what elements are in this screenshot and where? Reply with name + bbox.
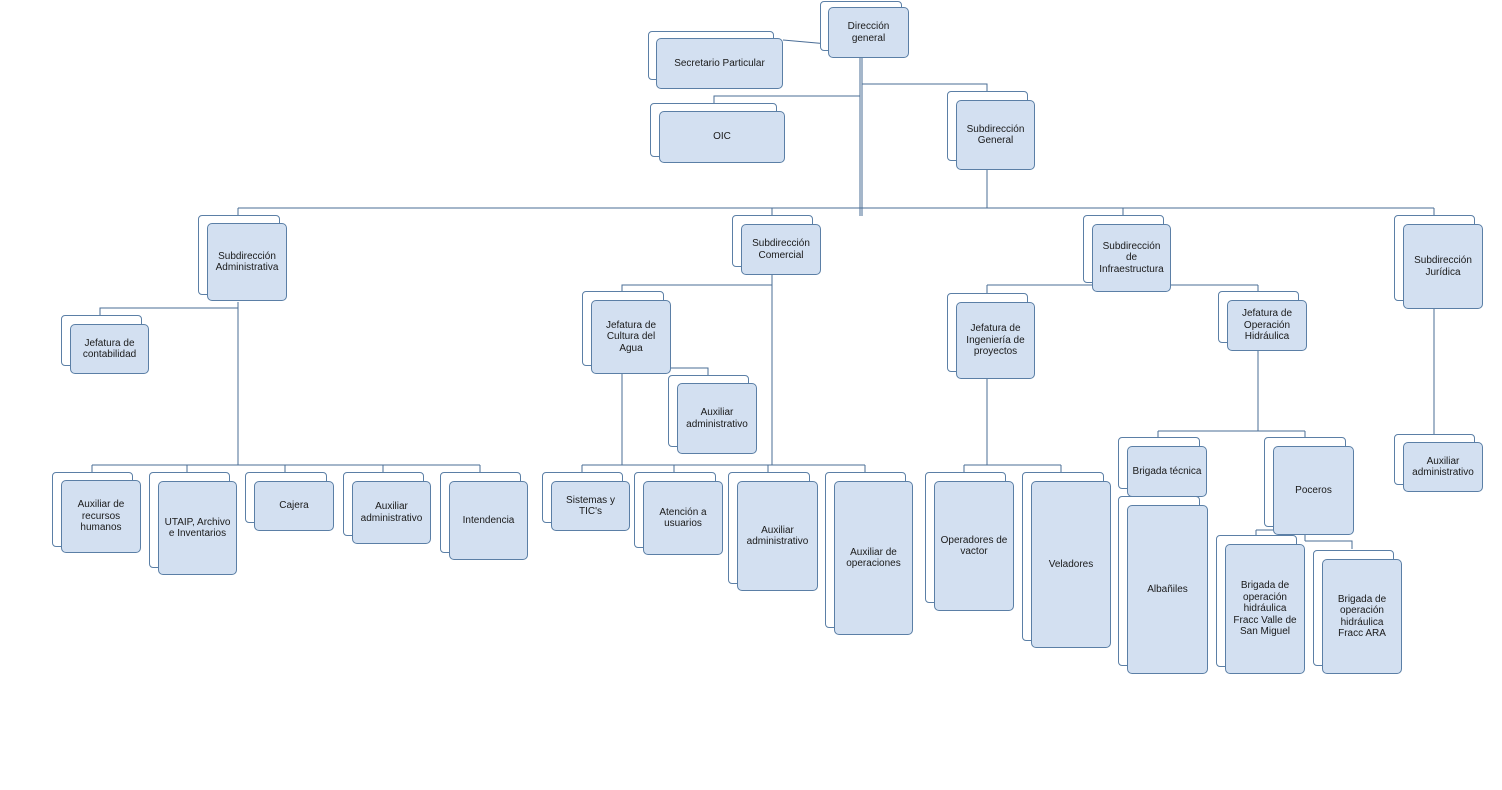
node-label: Auxiliar administrativo bbox=[1412, 455, 1474, 479]
node-atencion-usuarios[interactable]: Atención a usuarios bbox=[634, 472, 724, 556]
node-subdireccion-general[interactable]: Subdirección General bbox=[947, 91, 1036, 171]
node-label: Veladores bbox=[1048, 558, 1094, 570]
node-brigada-valle[interactable]: Brigada de operación hidráulica Fracc Va… bbox=[1216, 535, 1306, 675]
node-sub-infraestructura[interactable]: Subdirección de Infraestructura bbox=[1083, 215, 1172, 293]
node-label: Atención a usuarios bbox=[659, 506, 707, 530]
node-label: Cajera bbox=[279, 500, 309, 512]
node-jefatura-contabilidad[interactable]: Jefatura de contabilidad bbox=[61, 315, 150, 375]
node-label: Dirección general bbox=[847, 21, 890, 44]
node-label: Jefatura de Cultura del Agua bbox=[605, 319, 657, 354]
node-aux-operaciones[interactable]: Auxiliar de operaciones bbox=[825, 472, 914, 636]
node-operadores-vactor[interactable]: Operadores de vactor bbox=[925, 472, 1015, 612]
node-label: Jefatura de Operación Hidráulica bbox=[1241, 308, 1293, 343]
connector-subgeneral bbox=[862, 83, 988, 92]
node-label: Auxiliar administrativo bbox=[686, 407, 748, 430]
node-label: Albañiles bbox=[1147, 583, 1188, 595]
node-aux-rh[interactable]: Auxiliar de recursos humanos bbox=[52, 472, 142, 554]
node-aux-admin-comercial[interactable]: Auxiliar administrativo bbox=[728, 472, 819, 592]
node-sub-administrativa[interactable]: Subdirección Administrativa bbox=[198, 215, 288, 302]
node-brigada-ara[interactable]: Brigada de operación hidráulica Fracc AR… bbox=[1313, 550, 1403, 675]
node-label: Auxiliar administrativo bbox=[746, 524, 809, 548]
connector-contabilidad bbox=[99, 307, 238, 316]
node-label: Intendencia bbox=[462, 514, 515, 526]
node-oic[interactable]: OIC bbox=[650, 103, 786, 163]
node-label: Sistemas y TIC's bbox=[566, 494, 615, 518]
node-poceros[interactable]: Poceros bbox=[1264, 437, 1355, 536]
node-secretario-particular[interactable]: Secretario Particular bbox=[648, 31, 784, 90]
node-label: Auxiliar administrativo bbox=[360, 501, 423, 524]
node-label: Subdirección de Infraestructura bbox=[1099, 240, 1164, 275]
node-veladores[interactable]: Veladores bbox=[1022, 472, 1112, 649]
node-label: Subdirección Jurídica bbox=[1414, 255, 1472, 278]
connector-cultura bbox=[621, 284, 772, 292]
node-sistemas-tics[interactable]: Sistemas y TIC's bbox=[542, 472, 631, 532]
node-label: Jefatura de contabilidad bbox=[82, 337, 137, 361]
node-sub-juridica[interactable]: Subdirección Jurídica bbox=[1394, 215, 1484, 310]
node-jefatura-ing-proyectos[interactable]: Jefatura de Ingeniería de proyectos bbox=[947, 293, 1036, 380]
node-albaniles[interactable]: Albañiles bbox=[1118, 496, 1209, 675]
node-brigada-tecnica[interactable]: Brigada técnica bbox=[1118, 437, 1208, 498]
node-cajera[interactable]: Cajera bbox=[245, 472, 335, 532]
node-sub-comercial[interactable]: Subdirección Comercial bbox=[732, 215, 822, 276]
node-label: Brigada técnica bbox=[1132, 465, 1202, 477]
node-label: OIC bbox=[713, 131, 731, 143]
node-label: Operadores de vactor bbox=[940, 534, 1008, 558]
node-label: Subdirección General bbox=[966, 123, 1025, 147]
node-jefatura-cultura-agua[interactable]: Jefatura de Cultura del Agua bbox=[582, 291, 672, 375]
node-label: Auxiliar de operaciones bbox=[846, 546, 901, 570]
node-label: Jefatura de Ingeniería de proyectos bbox=[966, 323, 1025, 358]
node-label: Brigada de operación hidráulica Fracc Va… bbox=[1233, 580, 1297, 638]
node-jefatura-op-hidraulica[interactable]: Jefatura de Operación Hidráulica bbox=[1218, 291, 1308, 352]
node-aux-admin-cultura[interactable]: Auxiliar administrativo bbox=[668, 375, 758, 455]
node-label: Subdirección Administrativa bbox=[215, 250, 279, 274]
connector-oic bbox=[713, 95, 860, 104]
node-label: UTAIP, Archivo e Inventarios bbox=[164, 516, 231, 540]
node-label: Poceros bbox=[1295, 484, 1332, 496]
node-direccion-general[interactable]: Dirección general bbox=[820, 1, 910, 59]
node-intendencia[interactable]: Intendencia bbox=[440, 472, 529, 561]
node-label: Subdirección Comercial bbox=[752, 238, 810, 261]
node-aux-admin-juridica[interactable]: Auxiliar administrativo bbox=[1394, 434, 1484, 493]
node-label: Auxiliar de recursos humanos bbox=[77, 499, 125, 534]
node-utaip[interactable]: UTAIP, Archivo e Inventarios bbox=[149, 472, 238, 576]
node-label: Secretario Particular bbox=[674, 57, 765, 69]
node-label: Brigada de operación hidráulica Fracc AR… bbox=[1337, 593, 1387, 640]
node-aux-admin-1[interactable]: Auxiliar administrativo bbox=[343, 472, 432, 545]
